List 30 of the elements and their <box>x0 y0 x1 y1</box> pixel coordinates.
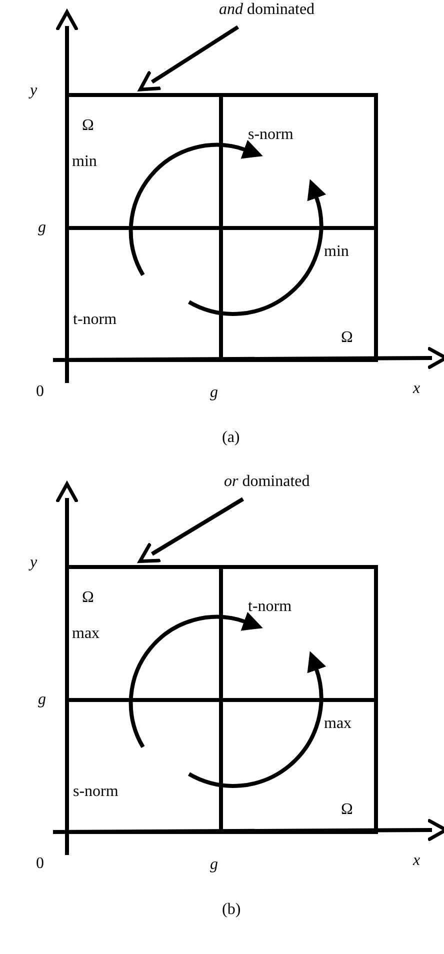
tick-label: g <box>38 691 46 709</box>
quadrant-label: s-norm <box>248 126 294 144</box>
quadrant-grid <box>65 93 378 362</box>
tick-label: 0 <box>36 855 44 873</box>
caption: (b) <box>222 901 241 919</box>
axis-label: x <box>413 852 420 870</box>
quadrant-grid <box>65 565 378 834</box>
tick-label: g <box>210 384 218 402</box>
axis-label: x <box>413 380 420 398</box>
quadrant-label: t-norm <box>73 311 117 329</box>
quadrant-label: s-norm <box>73 783 118 801</box>
omega-symbol: Ω <box>341 801 353 819</box>
quadrant-label: min <box>324 243 349 261</box>
quadrant-label: min <box>72 153 97 171</box>
annotation-text: and dominated <box>219 1 315 19</box>
quadrant-label: max <box>72 625 100 643</box>
quadrant-label: t-norm <box>248 598 292 616</box>
tick-label: g <box>38 219 46 237</box>
caption: (a) <box>222 429 240 447</box>
omega-symbol: Ω <box>341 329 353 347</box>
axis-label: y <box>30 554 38 572</box>
omega-symbol: Ω <box>82 117 94 135</box>
omega-symbol: Ω <box>82 589 94 607</box>
quadrant-label: max <box>324 715 352 733</box>
leader-arrow <box>138 497 244 563</box>
annotation-text: or dominated <box>224 473 310 491</box>
tick-label: 0 <box>36 383 44 401</box>
leader-arrow <box>138 25 240 92</box>
axis-label: y <box>30 82 38 100</box>
tick-label: g <box>210 856 218 874</box>
